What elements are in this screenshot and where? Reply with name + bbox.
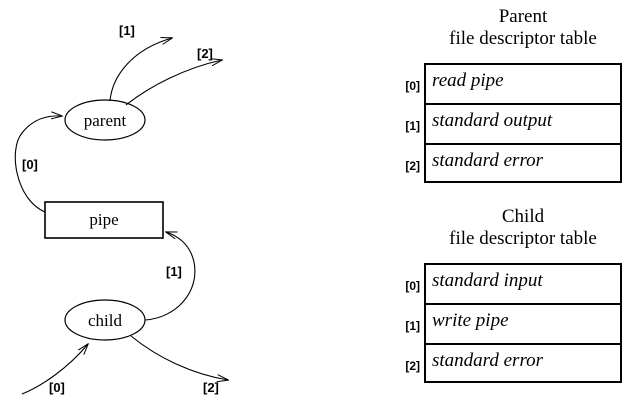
pipe-node-label: pipe xyxy=(89,210,119,229)
edge-stdin-to-child xyxy=(21,344,88,395)
child-fd-table: standard input write pipe standard error xyxy=(424,263,622,383)
edge-tag-child-stdin: [0] xyxy=(49,380,65,395)
edge-parent-stdout xyxy=(109,38,172,102)
parent-fd-table: read pipe standard output standard error xyxy=(424,63,622,183)
table-row: standard error xyxy=(426,345,620,385)
edge-child-to-pipe xyxy=(144,232,196,321)
table-row: standard output xyxy=(426,105,620,145)
parent-fd-1-value: standard output xyxy=(432,110,553,131)
parent-fd-2-index: [2] xyxy=(405,159,420,173)
child-fd-0-value: standard input xyxy=(432,270,543,291)
edge-tag-parent-readpipe: [0] xyxy=(22,157,38,172)
edge-child-stderr xyxy=(130,335,228,380)
pipe-node-shape xyxy=(44,201,164,239)
table-row: standard error xyxy=(426,145,620,185)
edge-tag-child-stderr: [2] xyxy=(203,380,219,395)
edge-pipe-to-parent xyxy=(14,116,62,213)
edge-tag-parent-stderr: [2] xyxy=(197,46,213,61)
table-row: read pipe xyxy=(426,65,620,105)
parent-table-title-line2: file descriptor table xyxy=(449,28,597,49)
child-fd-1-index: [1] xyxy=(405,319,420,333)
child-table-title-line1: Child xyxy=(501,206,545,227)
edge-parent-stderr xyxy=(125,60,222,106)
child-fd-2-value: standard error xyxy=(432,350,544,371)
diagram-canvas xyxy=(14,0,400,395)
pipe-process-diagram: parent pipe child [1] [2] [0] [1] [0] [2… xyxy=(14,0,400,395)
parent-fd-2-value: standard error xyxy=(432,150,544,171)
parent-fd-0-index: [0] xyxy=(405,79,420,93)
parent-fd-0-value: read pipe xyxy=(432,70,504,91)
child-fd-2-index: [2] xyxy=(405,359,420,373)
child-table-title-line2: file descriptor table xyxy=(449,228,597,249)
child-fd-1-value: write pipe xyxy=(432,310,509,331)
edge-tag-parent-stdout: [1] xyxy=(119,23,135,38)
edge-tag-child-writepipe: [1] xyxy=(166,264,182,279)
table-row: write pipe xyxy=(426,305,620,345)
parent-node-shape xyxy=(64,99,146,141)
child-fd-0-index: [0] xyxy=(405,279,420,293)
parent-node-label: parent xyxy=(83,111,127,130)
parent-fd-1-index: [1] xyxy=(405,119,420,133)
parent-table-title-line1: Parent xyxy=(498,6,548,27)
table-row: standard input xyxy=(426,265,620,305)
child-node-label: child xyxy=(88,311,122,330)
